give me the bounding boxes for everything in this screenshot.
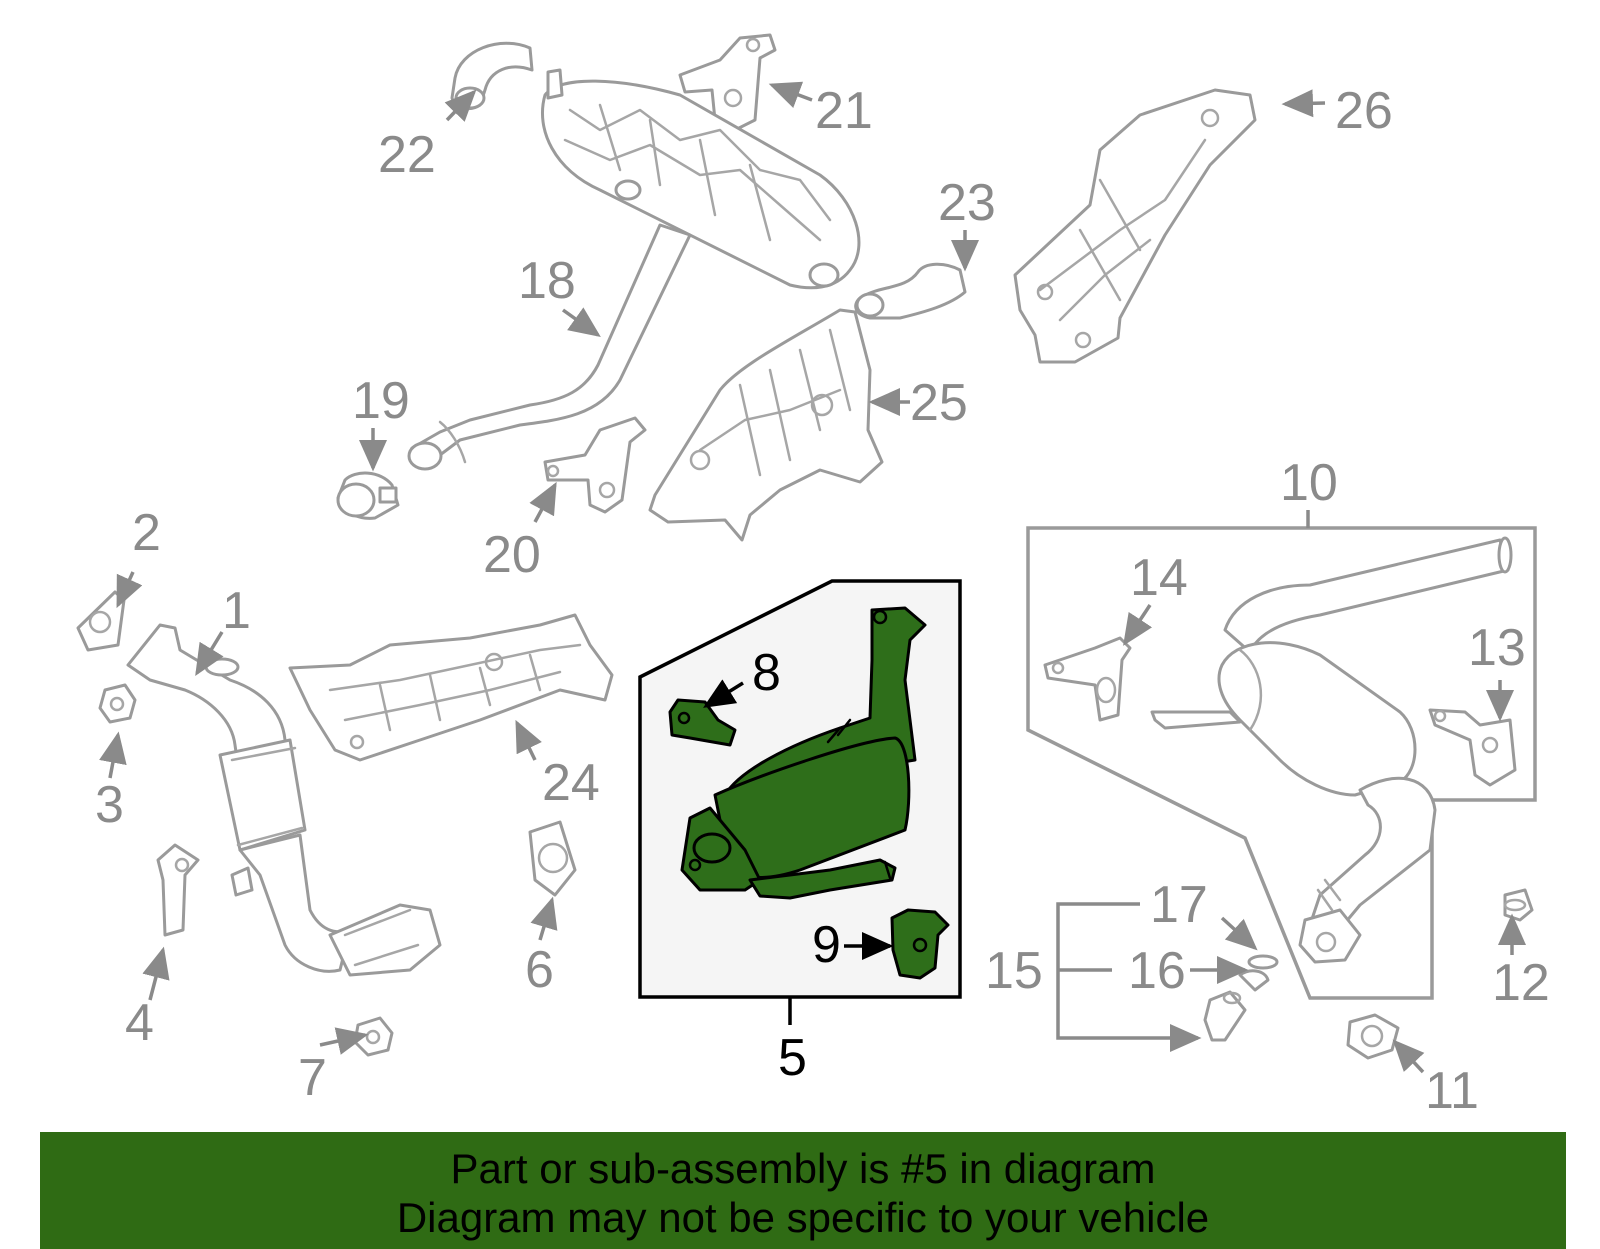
- callout-25: 25: [910, 374, 968, 432]
- part-18-muffler-top: [407, 68, 861, 471]
- banner-line-2: Diagram may not be specific to your vehi…: [396, 1194, 1210, 1241]
- callout-1: 1: [222, 582, 251, 640]
- callout-14: 14: [1130, 549, 1188, 607]
- banner-line-1: Part or sub-assembly is #5 in diagram: [450, 1145, 1156, 1192]
- callout-15: 15: [985, 942, 1043, 1000]
- part-info-banner: Part or sub-assembly is #5 in diagram Di…: [40, 1132, 1566, 1249]
- callout-3: 3: [95, 776, 124, 834]
- callout-23: 23: [938, 174, 996, 232]
- part-4-bracket: [156, 843, 200, 937]
- part-12-grommet: [1503, 888, 1534, 922]
- callout-7: 7: [298, 1049, 327, 1107]
- callout-5[interactable]: 5: [778, 1029, 807, 1087]
- callout-26: 26: [1335, 82, 1393, 140]
- part-8-mount: [668, 698, 737, 747]
- callout-9[interactable]: 9: [812, 916, 841, 974]
- leader-lines-highlighted: [703, 679, 894, 1025]
- part-6-gasket: [528, 820, 577, 897]
- callout-20: 20: [483, 526, 541, 584]
- leader-lines: [99, 81, 1526, 1074]
- part-1-front-pipe: [126, 623, 442, 977]
- part-3-nut: [98, 683, 137, 724]
- part-16-sensor: [1203, 969, 1270, 1042]
- callout-labels: 22 21 26 23 18 19 25 20 10 2 1 14 13 8 2…: [95, 82, 1550, 1120]
- part-9-mount: [890, 908, 950, 980]
- callout-24: 24: [542, 754, 600, 812]
- callout-19: 19: [352, 372, 410, 430]
- part-21-bracket: [678, 33, 777, 132]
- callout-16: 16: [1128, 942, 1186, 1000]
- part-23-elbow: [854, 262, 967, 320]
- callout-11: 11: [1425, 1062, 1479, 1120]
- callout-17: 17: [1150, 876, 1208, 934]
- part-25-heat-shield: [648, 308, 884, 542]
- part-5-diesel-particulate-filter: [680, 606, 927, 900]
- part-10-muffler: [1150, 536, 1513, 964]
- callout-12: 12: [1492, 954, 1550, 1012]
- part-19-clamp: [336, 471, 400, 520]
- part-24-heat-shield: [288, 613, 614, 762]
- part-22-hose: [450, 41, 534, 110]
- callout-4: 4: [125, 994, 154, 1052]
- part-2-gasket: [76, 590, 126, 652]
- part-13-bracket: [1428, 708, 1517, 787]
- callout-6: 6: [525, 941, 554, 999]
- part-11-gasket: [1346, 1013, 1400, 1060]
- callout-10: 10: [1280, 454, 1338, 512]
- part-26-heat-shield: [1013, 88, 1257, 364]
- callout-13: 13: [1468, 619, 1526, 677]
- callout-8[interactable]: 8: [752, 644, 781, 702]
- part-14-bracket: [1043, 636, 1132, 722]
- callout-2: 2: [132, 504, 161, 562]
- callout-22: 22: [378, 126, 436, 184]
- part-20-bracket: [543, 416, 647, 514]
- part-17-clip: [1247, 954, 1279, 970]
- callout-18: 18: [518, 252, 576, 310]
- callout-21: 21: [815, 82, 873, 140]
